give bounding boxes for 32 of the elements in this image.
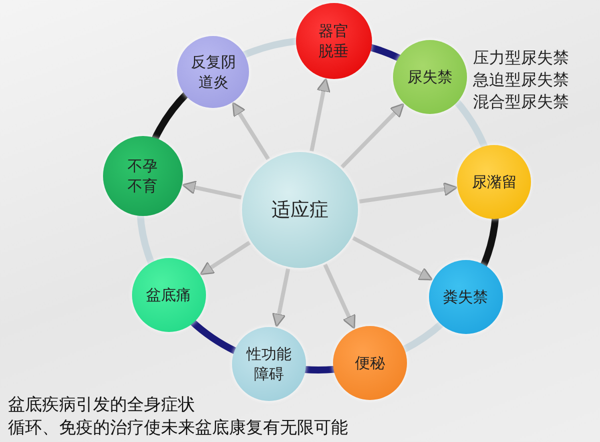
arrow [352,236,433,281]
circle-label: 反复阴道炎 [190,52,237,92]
circle-label: 器官脱垂 [318,20,350,61]
arrow [359,182,458,204]
ring-segment [189,318,238,354]
circle-label: 粪失禁 [442,287,490,308]
arrow [182,180,242,200]
arrow [272,268,290,328]
subtype-label: 压力型尿失禁 [473,47,570,70]
ring-segment [242,38,297,58]
caption-text: 循环、免疫的治疗使未来盆底康复有无限可能 [8,417,348,439]
arrow [323,264,356,330]
circle-label: 便秘 [354,352,386,373]
symptom-circle [393,40,468,114]
arrow [340,103,404,168]
circle-label: 尿潴留 [470,172,518,192]
subtype-label: 急迫型尿失禁 [473,69,570,92]
arrow [200,240,251,276]
circle-label: 适应症 [270,198,330,222]
ring-segment [402,320,445,353]
ring-segment [368,44,402,62]
symptom-circle [428,260,503,334]
circle-label: 盆底痛 [145,284,192,305]
caption-text: 盆底疾病引发的全身症状 [8,394,195,416]
circle-label: 性功能障碍 [245,344,292,384]
circle-label: 尿失禁 [406,66,454,87]
symptom-circle [177,36,250,108]
subtype-label: 混合型尿失禁 [473,91,570,114]
arrow [232,102,270,160]
ring-segment [304,366,335,374]
arrow [310,78,330,152]
circle-label: 不孕不育 [126,156,159,196]
